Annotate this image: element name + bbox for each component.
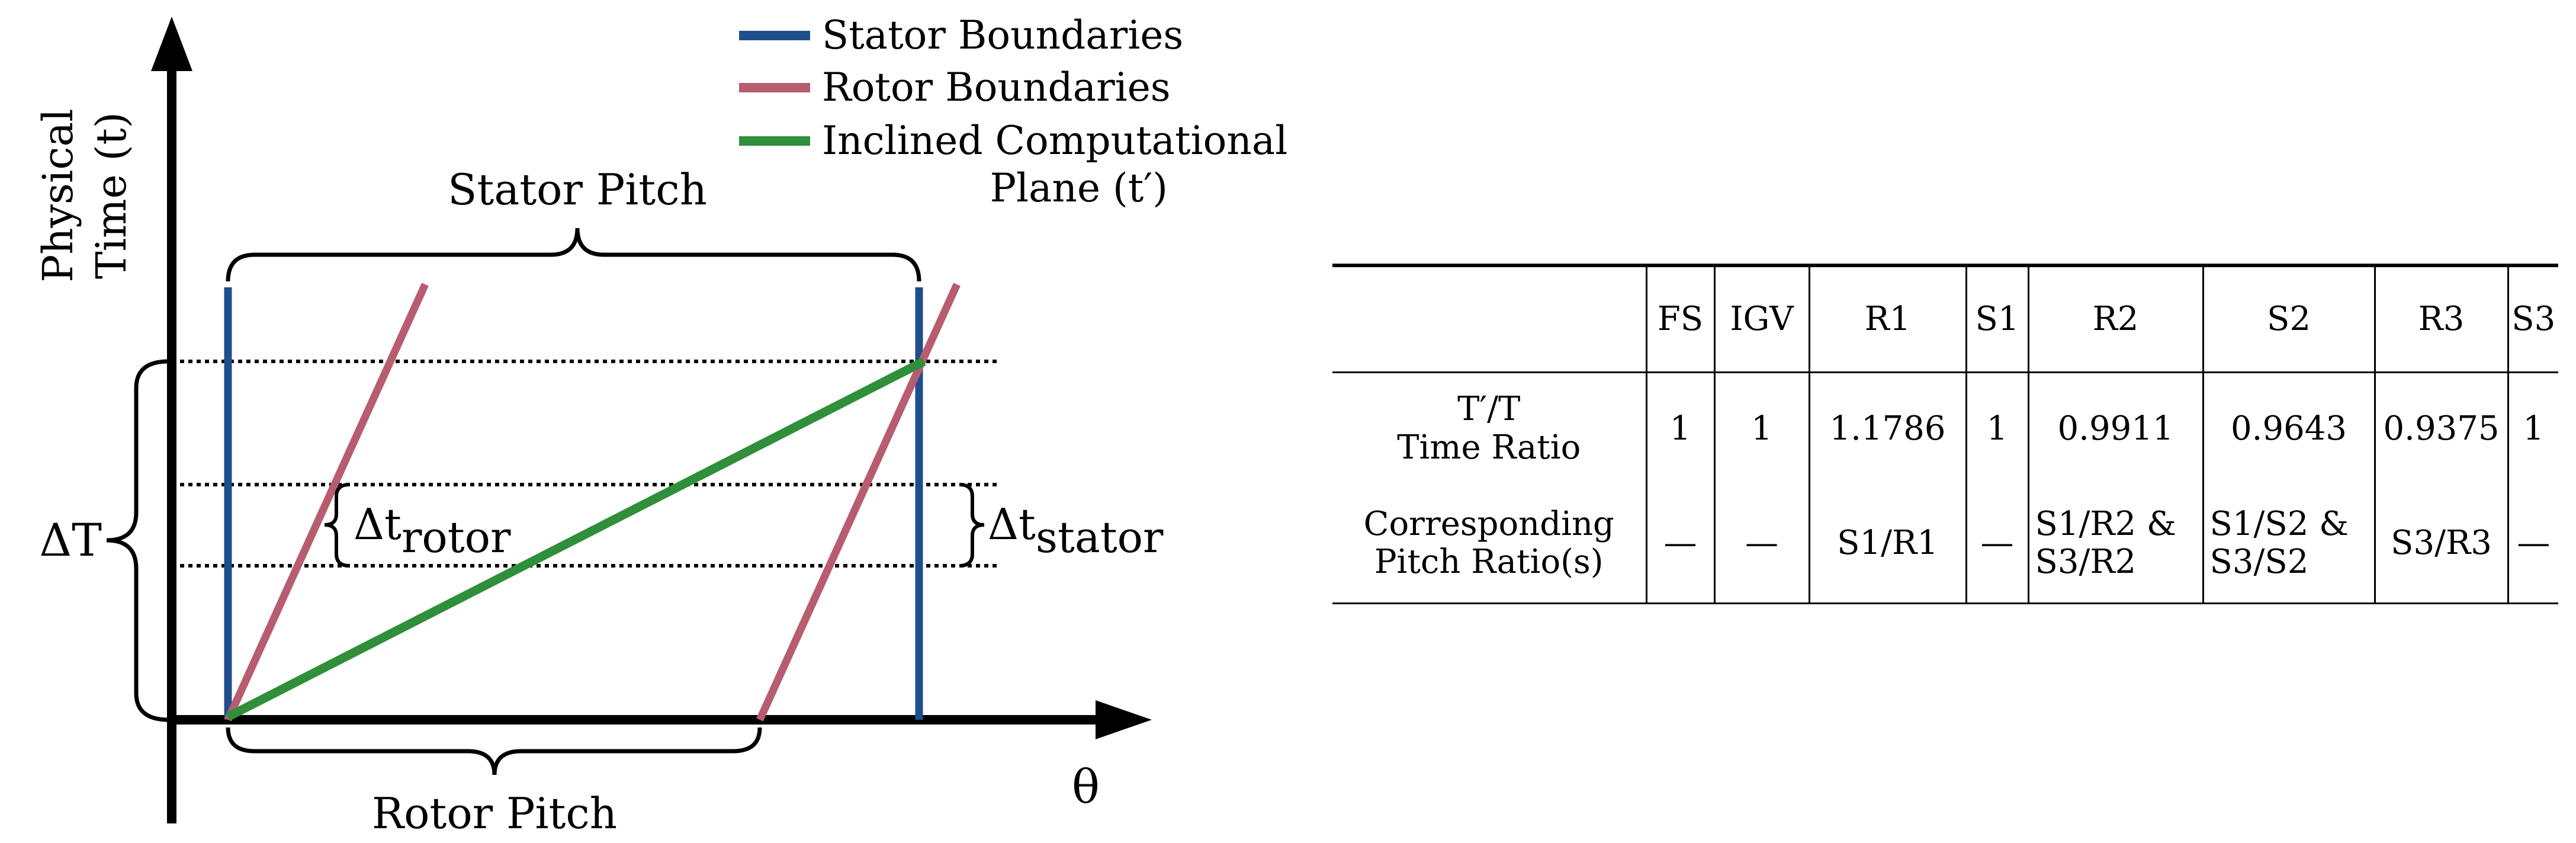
legend-label-stator: Stator Boundaries [822, 12, 1183, 58]
header-cell-R3: R3 [2373, 264, 2508, 373]
time-ratio-IGV: 1 [1713, 372, 1809, 485]
delta-t-rotor-main: Δt [354, 499, 402, 549]
stator-pitch-label: Stator Pitch [448, 165, 707, 214]
y-axis-label-line2: Time (t) [87, 112, 136, 279]
y-axis-arrow [151, 17, 192, 71]
time-inclination-diagram: Physical Time (t) θ Stator Pitch Rotor P… [34, 12, 1287, 838]
inclined-computational-plane [226, 357, 926, 721]
row-label-pitch-ratio: Corresponding Pitch Ratio(s) [1332, 485, 1646, 604]
delta-t-stator-sub: stator [1036, 512, 1164, 562]
time-ratio-R1: 1.1786 [1808, 372, 1966, 485]
time-ratio-S2: 0.9643 [2202, 372, 2375, 485]
pitch-ratio-S2: S1/S2 & S3/S2 [2202, 485, 2375, 604]
time-ratio-FS: 1 [1645, 372, 1714, 485]
legend-label-plane-line1: Inclined Computational [822, 118, 1287, 164]
header-cell-FS: FS [1645, 264, 1714, 373]
pitch-ratio-R1: S1/R1 [1808, 485, 1966, 604]
pitch-ratio-R3: S3/R3 [2373, 485, 2508, 604]
pitch-ratio-S1: — [1965, 485, 2028, 604]
delta-t-stator-main: Δt [988, 499, 1036, 549]
rotor-pitch-label: Rotor Pitch [372, 788, 617, 838]
pitch-ratio-S3: — [2507, 485, 2558, 604]
table-row-pitch-ratio: Corresponding Pitch Ratio(s) — — S1/R1 —… [1332, 485, 2558, 604]
pitch-ratio-FS: — [1645, 485, 1714, 604]
rotor-pitch-brace [226, 727, 762, 775]
legend-label-plane-line2: Plane (t′) [990, 165, 1168, 211]
delta-t-stator-label: Δtstator [988, 499, 1164, 562]
header-cell-S3: S3 [2507, 264, 2558, 373]
delta-T-brace [106, 359, 169, 722]
time-ratio-table: FS IGV R1 S1 R2 S2 R3 S3 T′/T Time Ratio… [1332, 264, 2558, 604]
header-cell-IGV: IGV [1713, 264, 1809, 373]
legend-label-rotor: Rotor Boundaries [822, 65, 1171, 110]
row-label-time-ratio: T′/T Time Ratio [1397, 390, 1581, 467]
stator-pitch-brace [226, 227, 921, 282]
time-ratio-S1: 1 [1965, 372, 2028, 485]
delta-T-label: ΔT [39, 514, 102, 566]
delta-t-stator-brace [959, 483, 985, 568]
pitch-ratio-IGV: — [1713, 485, 1809, 604]
header-cell-R1: R1 [1808, 264, 1966, 373]
delta-t-rotor-sub: rotor [402, 512, 511, 562]
rotor-boundary-right [756, 283, 961, 722]
x-axis-label: θ [1072, 761, 1100, 814]
time-ratio-S3: 1 [2507, 372, 2558, 485]
header-cell-R2: R2 [2027, 264, 2203, 373]
y-axis-label-line1: Physical [34, 108, 82, 282]
legend: Stator Boundaries Rotor Boundaries Incli… [739, 12, 1287, 211]
delta-t-rotor-label: Δtrotor [354, 499, 511, 562]
x-axis-arrow [1096, 700, 1152, 739]
pitch-ratio-R2: S1/R2 & S3/R2 [2027, 485, 2203, 604]
table-row-time-ratio: T′/T Time Ratio 1 1 1.1786 1 0.9911 0.96… [1332, 372, 2558, 485]
time-ratio-R3: 0.9375 [2373, 372, 2508, 485]
delta-t-rotor-brace [324, 483, 350, 568]
table-header-row: FS IGV R1 S1 R2 S2 R3 S3 [1332, 264, 2558, 373]
header-cell-S2: S2 [2202, 264, 2375, 373]
header-cell-empty [1332, 264, 1646, 373]
time-ratio-R2: 0.9911 [2027, 372, 2203, 485]
rotor-boundary-left [224, 283, 429, 722]
header-cell-S1: S1 [1965, 264, 2028, 373]
